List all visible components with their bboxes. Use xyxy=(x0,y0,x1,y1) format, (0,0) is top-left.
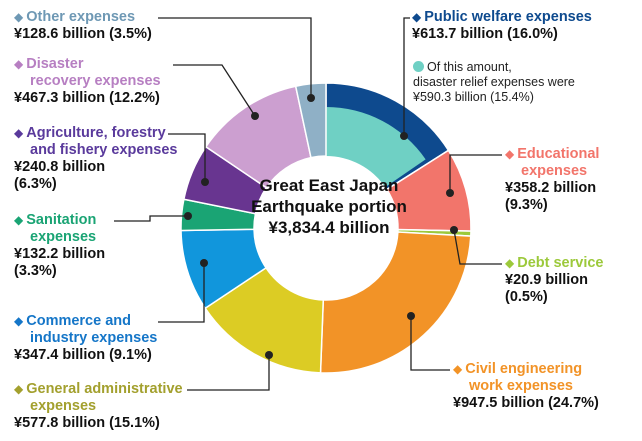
label-value-disaster-recovery-expenses: ¥467.3 billion (12.2%) xyxy=(14,90,160,106)
leader-line-disaster-recovery-expenses xyxy=(173,64,256,117)
label-name-disaster-recovery-expenses: ◆Disaster xyxy=(14,56,84,72)
label-name-sanitation-expenses: expenses xyxy=(30,229,97,245)
label-value-educational-expenses: ¥358.2 billion xyxy=(505,180,597,196)
label-name-educational-expenses: expenses xyxy=(521,163,588,179)
diamond-bullet-icon: ◆ xyxy=(14,57,24,71)
label-name-civil-engineering-work-expenses: work expenses xyxy=(469,378,573,394)
label-other-expenses: ◆Other expenses¥128.6 billion (3.5%) xyxy=(14,9,152,43)
diamond-bullet-icon: ◆ xyxy=(505,256,515,270)
label-value-sanitation-expenses: (3.3%) xyxy=(14,263,57,279)
leader-dot-educational-expenses xyxy=(446,189,454,197)
sub-slice-dot-icon xyxy=(413,61,424,72)
label-value-general-administrative-expenses: ¥577.8 billion (15.1%) xyxy=(14,415,160,431)
label-name-agriculture-forestry-and-fishery-expenses: and fishery expenses xyxy=(30,142,178,158)
leader-dot-general-administrative-expenses xyxy=(265,351,273,359)
leader-dot-sanitation-expenses xyxy=(184,212,192,220)
label-value-civil-engineering-work-expenses: ¥947.5 billion (24.7%) xyxy=(453,395,599,411)
leader-dot-debt-service xyxy=(450,226,458,234)
slice-other-expenses xyxy=(294,82,327,159)
label-name-disaster-recovery-expenses: recovery expenses xyxy=(30,73,161,89)
label-value-sanitation-expenses: ¥132.2 billion xyxy=(14,246,106,262)
sub-slice-note-line-1: Of this amount, xyxy=(427,60,512,74)
leader-line-sanitation-expenses xyxy=(114,215,188,222)
diamond-bullet-icon: ◆ xyxy=(453,362,463,376)
leader-line-civil-engineering-work-expenses xyxy=(410,316,450,371)
center-label: Great East Japan Earthquake portion ¥3,8… xyxy=(244,175,414,238)
label-name-commerce-and-industry-expenses: ◆Commerce and xyxy=(14,313,131,329)
label-value-public-welfare-expenses: ¥613.7 billion (16.0%) xyxy=(412,26,558,42)
label-name-general-administrative-expenses: ◆General administrative xyxy=(14,381,183,397)
label-name-public-welfare-expenses: ◆Public welfare expenses xyxy=(412,9,592,25)
label-value-agriculture-forestry-and-fishery-expenses: (6.3%) xyxy=(14,176,57,192)
label-public-welfare-expenses: ◆Public welfare expenses¥613.7 billion (… xyxy=(412,9,592,43)
leader-dot-other-expenses xyxy=(307,94,315,102)
leader-dot-agriculture-forestry-and-fishery-expenses xyxy=(201,178,209,186)
diamond-bullet-icon: ◆ xyxy=(14,126,24,140)
center-label-line-2: Earthquake portion xyxy=(251,197,407,216)
label-value-commerce-and-industry-expenses: ¥347.4 billion (9.1%) xyxy=(14,347,152,363)
diamond-bullet-icon: ◆ xyxy=(505,147,515,161)
label-value-other-expenses: ¥128.6 billion (3.5%) xyxy=(14,26,152,42)
leader-line-other-expenses xyxy=(158,17,312,98)
leader-line-general-administrative-expenses xyxy=(187,355,270,391)
donut-hole xyxy=(255,157,397,299)
label-name-debt-service: ◆Debt service xyxy=(505,255,604,271)
leader-dot-disaster-recovery-expenses xyxy=(251,112,259,120)
label-value-debt-service: ¥20.9 billion xyxy=(505,272,588,288)
label-value-agriculture-forestry-and-fishery-expenses: ¥240.8 billion xyxy=(14,159,106,175)
label-name-commerce-and-industry-expenses: industry expenses xyxy=(30,330,158,346)
label-name-educational-expenses: ◆Educational xyxy=(505,146,600,162)
sub-slice-note: Of this amount, disaster relief expenses… xyxy=(413,60,575,105)
label-value-educational-expenses: (9.3%) xyxy=(505,197,548,213)
sub-slice-note-line-3: ¥590.3 billion (15.4%) xyxy=(413,90,534,104)
sub-slice-disaster-relief xyxy=(326,107,426,188)
diamond-bullet-icon: ◆ xyxy=(412,10,422,24)
label-name-general-administrative-expenses: expenses xyxy=(30,398,97,414)
label-name-sanitation-expenses: ◆Sanitation xyxy=(14,212,97,228)
diamond-bullet-icon: ◆ xyxy=(14,314,24,328)
diamond-bullet-icon: ◆ xyxy=(14,382,24,396)
label-name-other-expenses: ◆Other expenses xyxy=(14,9,136,25)
leader-line-commerce-and-industry-expenses xyxy=(158,263,205,323)
leader-dot-commerce-and-industry-expenses xyxy=(200,259,208,267)
diamond-bullet-icon: ◆ xyxy=(14,10,24,24)
slice-civil-engineering-work-expenses xyxy=(319,231,472,374)
label-debt-service: ◆Debt service¥20.9 billion(0.5%) xyxy=(505,255,603,306)
diamond-bullet-icon: ◆ xyxy=(14,213,24,227)
label-value-debt-service: (0.5%) xyxy=(505,289,548,305)
leader-line-agriculture-forestry-and-fishery-expenses xyxy=(168,133,206,182)
sub-slice-note-line-2: disaster relief expenses were xyxy=(413,75,575,89)
leader-line-public-welfare-expenses xyxy=(403,17,410,136)
center-label-line-1: Great East Japan xyxy=(259,176,399,195)
leader-dot-public-welfare-expenses xyxy=(400,132,408,140)
center-label-line-3: ¥3,834.4 billion xyxy=(268,218,390,237)
leader-line-debt-service xyxy=(453,229,502,265)
leader-line-educational-expenses xyxy=(449,154,502,193)
label-name-agriculture-forestry-and-fishery-expenses: ◆Agriculture, forestry xyxy=(14,125,166,141)
label-name-civil-engineering-work-expenses: ◆Civil engineering xyxy=(453,361,583,377)
leader-dot-civil-engineering-work-expenses xyxy=(407,312,415,320)
